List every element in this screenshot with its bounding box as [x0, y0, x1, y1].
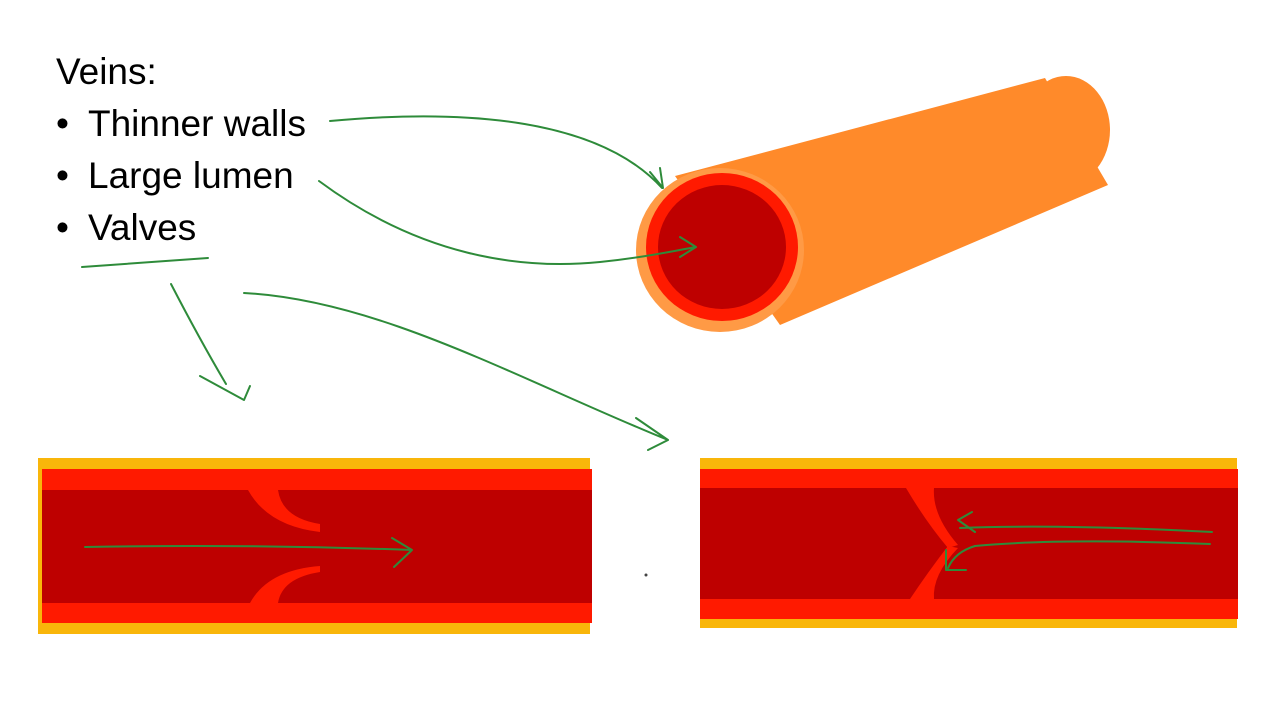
vein-lumen: [700, 488, 1238, 599]
vein-tube-3d: [636, 76, 1110, 332]
valve-flap-bottom: [250, 566, 320, 603]
bullet-item-valves: • Valves: [56, 202, 306, 254]
bullet-label: Valves: [88, 207, 197, 248]
flow-arrow-forward: [84, 537, 413, 568]
backflow-arrow-bottom: [945, 540, 1211, 571]
tube-lumen: [658, 185, 786, 309]
valves-underline: [81, 257, 209, 268]
valve-section-closed: [700, 458, 1238, 628]
arrow-to-closed-valve: [243, 292, 669, 451]
bullet-list: • Thinner walls • Large lumen • Valves: [56, 98, 306, 254]
bullet-item-thinner-walls: • Thinner walls: [56, 98, 306, 150]
bullet-dot: •: [56, 155, 69, 196]
bullet-label: Large lumen: [88, 155, 294, 196]
stray-dot: [644, 573, 648, 577]
arrow-to-open-valve: [170, 283, 251, 401]
text-block: Veins: • Thinner walls • Large lumen • Valv…: [56, 46, 306, 254]
slide-title: Veins:: [56, 51, 157, 92]
arrow-large-lumen: [318, 180, 697, 265]
backflow-arrow-top: [957, 511, 1213, 533]
annotations: [81, 115, 697, 577]
valve-flap-top: [906, 488, 958, 548]
tube-far-end: [1022, 76, 1110, 184]
bullet-dot: •: [56, 207, 69, 248]
bullet-dot: •: [56, 103, 69, 144]
valve-flap-top: [248, 490, 320, 532]
arrow-thinner-walls: [329, 115, 664, 189]
bullet-label: Thinner walls: [88, 103, 306, 144]
bullet-item-large-lumen: • Large lumen: [56, 150, 306, 202]
valve-section-open: [38, 458, 592, 634]
